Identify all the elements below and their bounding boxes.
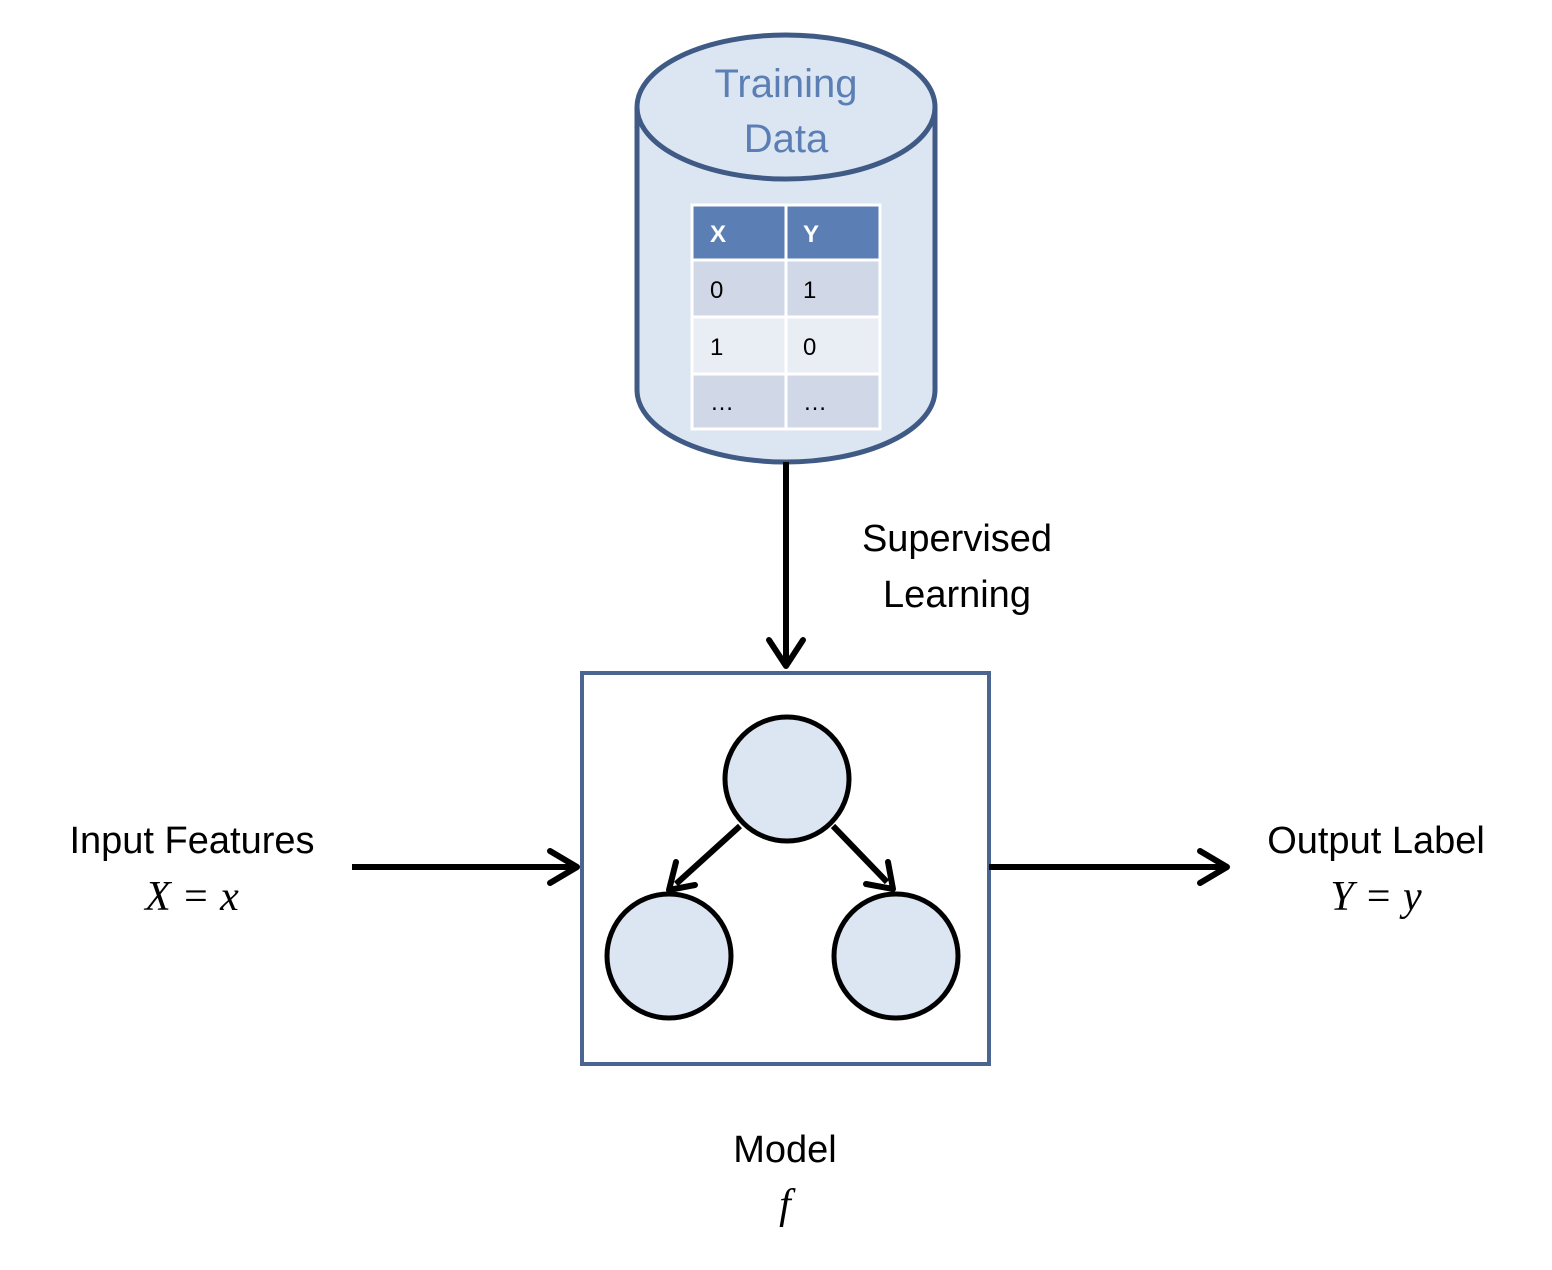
supervised-learning-label-line2: Learning [883, 574, 1031, 616]
table-row-1-y: 1 [803, 277, 816, 304]
training-data-database: Training Data X Y 0 1 1 0 … … [634, 32, 938, 465]
table-row-3-cell-x [690, 372, 788, 431]
training-data-table: X Y 0 1 1 0 … … [690, 203, 882, 431]
input-features-label: Input Features [69, 820, 314, 862]
table-header-cell-x [690, 203, 788, 262]
model-label: Model [733, 1129, 837, 1171]
table-row-1-cell-x [690, 258, 788, 319]
table-row-3-y: … [803, 389, 827, 416]
input-arrow-head [547, 848, 580, 886]
tree-node-right [831, 891, 961, 1021]
table-header-x: X [710, 221, 726, 248]
tree-node-left [604, 891, 734, 1021]
table-row-2-x: 1 [710, 334, 723, 361]
tree-node-root [722, 714, 852, 844]
tree-edge-right-head [863, 859, 896, 892]
model-symbol: f [779, 1182, 796, 1228]
supervised-learning-edge: Supervised Learning [766, 462, 1052, 669]
table-row-2-cell-x [690, 315, 788, 376]
table-row-1-cell-y [784, 258, 882, 319]
table-header-cell-y [784, 203, 882, 262]
supervised-learning-label-line1: Supervised [862, 518, 1052, 560]
table-row-2-cell-y [784, 315, 882, 376]
output-label-expression: Y = y [1330, 874, 1422, 920]
table-row-3-cell-y [784, 372, 882, 431]
table-header-y: Y [803, 221, 819, 248]
table-row-1-x: 0 [710, 277, 723, 304]
tree-edge-right [830, 823, 890, 885]
output-label-title: Output Label [1267, 820, 1485, 862]
training-data-title-line1: Training [714, 62, 857, 106]
training-data-title-line2: Data [744, 117, 829, 161]
tree-edge-left [673, 823, 743, 887]
model-box [580, 671, 991, 1066]
table-row-3-x: … [710, 389, 734, 416]
output-arrow-head [1197, 848, 1230, 886]
table-row-2-y: 0 [803, 334, 816, 361]
tree-edge-left-head [666, 859, 698, 893]
database-cylinder-top [634, 32, 938, 182]
input-edge [352, 848, 580, 886]
input-features-expression: X = x [143, 874, 239, 920]
supervised-learning-arrow-head [766, 637, 806, 669]
output-edge [989, 848, 1230, 886]
